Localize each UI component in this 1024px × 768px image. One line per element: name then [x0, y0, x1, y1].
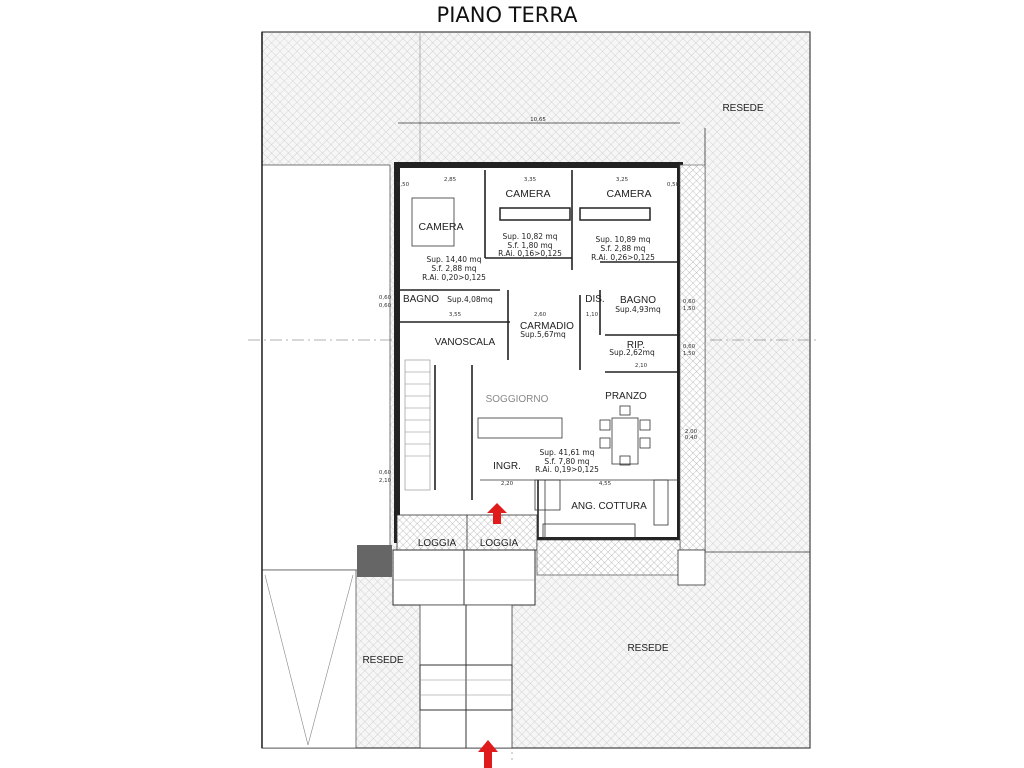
camera-2-sup: Sup. 10,82 mq [503, 232, 558, 241]
room-labels: RESEDE RESEDE RESEDE CAMERA Sup. 14,40 m… [362, 103, 763, 666]
bagno-2-label: BAGNO [620, 295, 656, 306]
entrance-arrow-icon [487, 503, 507, 524]
dim-355: 3,55 [449, 312, 462, 318]
dim-win-rip-b: 1,50 [683, 351, 696, 357]
camera-3-sf: S.f. 2,88 mq [600, 244, 645, 253]
building [357, 162, 706, 586]
bagno-2-sup: Sup.4,93mq [615, 305, 661, 314]
camera-1-sup: Sup. 14,40 mq [427, 255, 482, 264]
dimension-labels: 10,65 2,85 3,35 3,25 0,50 0,50 0,60 0,60… [379, 117, 698, 487]
dim-w3: 3,25 [616, 177, 629, 183]
carmadio-label: CARMADIO [520, 321, 574, 332]
dim-win-ingr-b: 2,10 [379, 478, 392, 484]
dim-220: 2,20 [501, 481, 514, 487]
dim-win-bl-b: 0,60 [379, 303, 392, 309]
lot [248, 31, 820, 760]
plan-title: PIANO TERRA [437, 3, 579, 27]
pranzo-label: PRANZO [605, 391, 647, 402]
dim-win-pr-a: 2,00 [685, 429, 698, 435]
dim-win-bl-a: 0,60 [379, 295, 392, 301]
camera-1-rai: R.Ai. 0,20>0,125 [422, 273, 486, 282]
resede-top-label: RESEDE [722, 103, 763, 114]
dim-455: 4,55 [599, 481, 612, 487]
bagno-1-label: BAGNO [403, 294, 439, 305]
dim-corner-r: 0,50 [667, 182, 680, 188]
dim-overall: 10,65 [530, 117, 546, 123]
entrance-arrow-icon [478, 740, 498, 768]
carmadio-sup: Sup.5,67mq [520, 330, 566, 339]
loggia-1-label: LOGGIA [418, 538, 457, 549]
camera-2-sf: S.f. 1,80 mq [507, 241, 552, 250]
dis-label: DIS. [585, 294, 604, 305]
camera-1-sf: S.f. 2,88 mq [431, 264, 476, 273]
dim-win-br-b: 1,50 [683, 306, 696, 312]
dim-110: 1,10 [586, 312, 599, 318]
dim-w1: 2,85 [444, 177, 457, 183]
resede-right-label: RESEDE [627, 643, 668, 654]
camera-3-rai: R.Ai. 0,26>0,125 [591, 253, 655, 262]
rip-sup: Sup.2,62mq [609, 348, 655, 357]
living-rai: R.Ai. 0,19>0,125 [535, 465, 599, 474]
camera-2-rai: R.Ai. 0,16>0,125 [498, 249, 562, 258]
cottura-label: ANG. COTTURA [571, 501, 647, 512]
dim-win-rip-a: 0,60 [683, 344, 696, 350]
dim-w2: 3,35 [524, 177, 537, 183]
resede-left-label: RESEDE [362, 655, 403, 666]
entrance-path [392, 549, 536, 749]
rip-label: RIP. [627, 340, 645, 351]
dim-win-br-a: 0,60 [683, 299, 696, 305]
camera-1-label: CAMERA [419, 221, 464, 233]
bagno-1-sup: Sup.4,08mq [447, 295, 493, 304]
dim-win-ingr-a: 0,60 [379, 470, 392, 476]
dim-win-pr-b: 0,40 [685, 435, 698, 441]
loggia-2-label: LOGGIA [480, 538, 519, 549]
camera-3-label: CAMERA [607, 188, 652, 200]
ingr-label: INGR. [493, 461, 521, 472]
soggiorno-label: SOGGIORNO [486, 394, 549, 405]
dim-210: 2,10 [635, 363, 648, 369]
living-sf: S.f. 7,80 mq [544, 457, 589, 466]
camera-2-label: CAMERA [506, 188, 551, 200]
dim-260: 2,60 [534, 312, 547, 318]
camera-3-sup: Sup. 10,89 mq [596, 235, 651, 244]
dim-corner-l: 0,50 [397, 182, 410, 188]
living-sup: Sup. 41,61 mq [540, 448, 595, 457]
vanoscala-label: VANOSCALA [435, 337, 496, 348]
